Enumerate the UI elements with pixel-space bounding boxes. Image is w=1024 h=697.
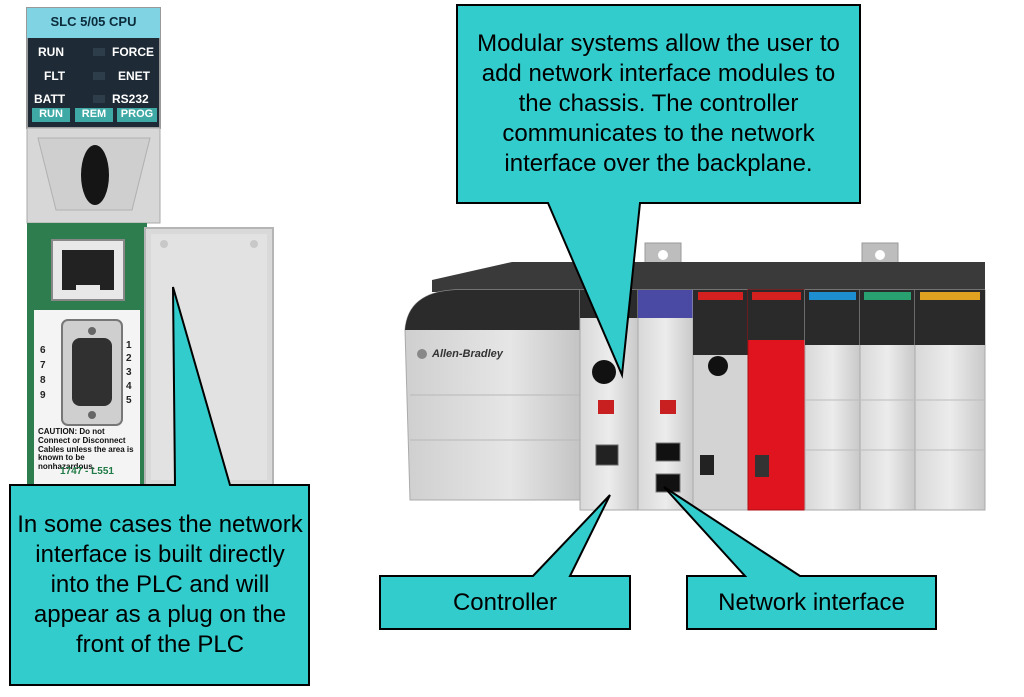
ethernet-port-socket (62, 250, 114, 290)
led-flt-enet (93, 72, 105, 80)
io-module-3-stripe (920, 292, 980, 300)
network-module-top (638, 290, 693, 318)
mode-prog-plate (117, 108, 157, 122)
caution-label: CAUTION: Do not Connect or Disconnect Ca… (38, 427, 134, 472)
io-module-dark-stripe (698, 292, 743, 300)
mode-run-label: RUN (39, 108, 63, 120)
io-module-dark-top (693, 290, 748, 355)
controller-port (595, 444, 619, 466)
top-callout-shape (456, 4, 861, 379)
bracket-hole (658, 250, 668, 260)
controller-led-display (598, 400, 614, 414)
door-screw (160, 240, 168, 248)
mode-run-plate (32, 108, 70, 122)
serial-screw-bottom (88, 411, 96, 419)
safety-module-stripe (752, 292, 801, 300)
led-batt-rs232 (93, 95, 105, 103)
pin-6: 6 (40, 345, 46, 356)
plc-model-strip (27, 8, 160, 38)
mode-rem-label: REM (81, 108, 107, 120)
io-module-dark-knob (708, 356, 728, 376)
safety-module-latch (755, 455, 769, 477)
bracket-hole (875, 250, 885, 260)
allen-bradley-logo: Allen-Bradley (432, 348, 503, 360)
network-callout-shape (663, 486, 937, 630)
serial-screw-top (88, 327, 96, 335)
pin-7: 7 (40, 360, 46, 371)
controller-callout-text: Controller (452, 589, 558, 616)
mode-rem-plate (75, 108, 113, 122)
led-run-label: RUN (38, 45, 64, 59)
pin-3: 3 (126, 367, 132, 378)
led-batt-label: BATT (34, 92, 66, 106)
network-port-1 (655, 442, 681, 462)
power-supply-top (405, 290, 580, 330)
door-screw (250, 240, 258, 248)
bottom-left-callout-shape (9, 286, 310, 686)
io-module-2-stripe (864, 292, 911, 300)
plc-model-label: SLC 5/05 CPU (50, 14, 137, 29)
slc-plc-front (26, 7, 274, 487)
controllogix-rack (404, 242, 986, 511)
bottom-left-callout-text: In some cases the network interface is b… (17, 511, 303, 658)
ethernet-port-tab (76, 285, 100, 291)
serial-port-db9 (72, 338, 112, 406)
pin-4: 4 (126, 381, 132, 392)
chassis-top (432, 262, 985, 292)
part-number-label: 1747 - L551 (60, 466, 114, 477)
led-force-label: FORCE (112, 45, 154, 59)
pin-8: 8 (40, 375, 46, 386)
led-rs232-label: RS232 (112, 92, 149, 106)
io-module-dark-latch (700, 455, 714, 475)
top-callout-text: Modular systems allow the user to add ne… (477, 30, 840, 177)
pin-2: 2 (126, 353, 132, 364)
pin-1: 1 (126, 340, 132, 351)
pin-9: 9 (40, 390, 46, 401)
network-callout-text: Network interface (718, 589, 905, 616)
pin-5: 5 (126, 395, 132, 406)
controller-keyswitch (592, 360, 616, 384)
led-run-force (93, 48, 105, 56)
led-enet-label: ENET (118, 69, 151, 83)
keyswitch-knob (81, 145, 109, 205)
ab-logo-icon (417, 349, 427, 359)
mode-prog-label: PROG (120, 108, 154, 120)
led-flt-label: FLT (44, 69, 66, 83)
network-led-display (660, 400, 676, 414)
controller-callout-shape (379, 494, 631, 630)
part-number-strip (34, 460, 140, 485)
io-module-1-stripe (809, 292, 856, 300)
